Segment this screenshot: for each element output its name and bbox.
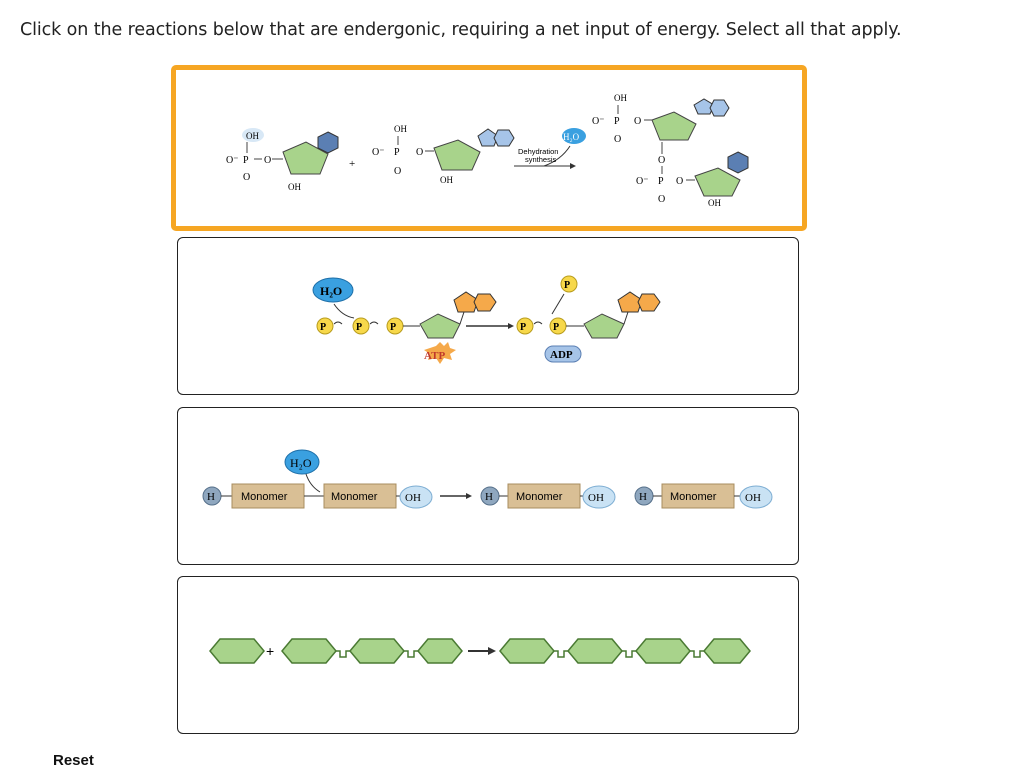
hydroxyl-group xyxy=(739,485,773,509)
ribose-sugar xyxy=(433,139,481,171)
water-molecule xyxy=(284,449,320,475)
o-label: O xyxy=(416,147,423,158)
phosphate-1 xyxy=(316,317,334,335)
o-label: O xyxy=(243,172,250,183)
oh-label: OH xyxy=(614,93,627,103)
reaction-option-4[interactable]: + xyxy=(177,576,799,734)
ribose-sugar xyxy=(583,313,625,339)
atp-label: ATP xyxy=(424,350,445,362)
monomer-hexagon xyxy=(567,638,623,664)
o-label: O xyxy=(658,155,665,166)
phosphate-label: P xyxy=(356,322,362,333)
monomer-label: Monomer xyxy=(331,491,378,503)
oh-label: OH xyxy=(394,124,407,134)
oh-label: OH xyxy=(708,198,721,208)
ribose-sugar xyxy=(651,111,697,141)
oh-label: OH xyxy=(288,182,301,192)
base-hexagon xyxy=(473,293,497,312)
phosphate-label: P xyxy=(553,322,559,333)
reaction-option-2[interactable]: H₂O P P P ATP P P P ADP xyxy=(177,237,799,395)
phosphate-p-label: P xyxy=(658,176,664,187)
o-label: O xyxy=(614,134,621,145)
monomer-hexagon xyxy=(209,638,265,664)
phosphate-label: P xyxy=(320,322,326,333)
phosphate-p-label: P xyxy=(614,116,620,127)
phosphate-label: P xyxy=(564,280,570,291)
monomer-hexagon xyxy=(349,638,405,664)
reset-button[interactable]: Reset xyxy=(53,752,94,769)
monomer-hexagon xyxy=(635,638,691,664)
monomer-block xyxy=(507,483,581,509)
monomer-hexagon xyxy=(417,638,463,664)
plus-sign: + xyxy=(266,643,274,659)
water-release-arrow xyxy=(543,145,571,167)
dehydration-synthesis-diagram: OH O⁻ P O O OH + OH O⁻ P O O OH H₂O Dehy… xyxy=(226,93,749,208)
oh-label: OH xyxy=(588,492,604,504)
o-label: O xyxy=(634,116,641,127)
oh-label: OH xyxy=(405,492,421,504)
ribose-sugar xyxy=(419,313,461,339)
phosphate-1 xyxy=(516,317,534,335)
o-label: O xyxy=(264,155,271,166)
monomer-label: Monomer xyxy=(241,491,288,503)
base-hexagon xyxy=(727,151,749,174)
base-hexagon xyxy=(637,293,661,312)
polymerization-diagram: + xyxy=(209,638,751,664)
hydroxyl-group xyxy=(582,485,616,509)
hydrolysis-arrow xyxy=(333,303,355,319)
monomer-condensation-diagram: H₂O H Monomer Monomer OH H Monomer OH H … xyxy=(202,449,773,509)
adp-badge xyxy=(544,345,582,363)
o-minus-label: O⁻ xyxy=(592,116,605,127)
o-minus-label: O⁻ xyxy=(372,147,385,158)
o-label: O xyxy=(676,176,683,187)
o-label: O xyxy=(394,166,401,177)
oh-label: OH xyxy=(745,492,761,504)
oh-bubble xyxy=(242,128,264,142)
arrow-label-synthesis: synthesis xyxy=(525,155,557,164)
adp-label: ADP xyxy=(550,349,573,361)
plus-sign: + xyxy=(349,158,355,170)
phosphate-2 xyxy=(352,317,370,335)
water-label: H₂O xyxy=(290,456,312,470)
h-label: H xyxy=(207,491,215,503)
free-phosphate xyxy=(560,275,578,293)
ribose-sugar xyxy=(694,167,741,197)
monomer-hexagon xyxy=(703,638,751,664)
o-label: O xyxy=(658,194,665,205)
monomer-label: Monomer xyxy=(670,491,717,503)
phosphate-label: P xyxy=(520,322,526,333)
monomer-block xyxy=(323,483,397,509)
water-molecule xyxy=(312,277,354,303)
water-label: H₂O xyxy=(563,132,580,142)
water-label: H₂O xyxy=(320,284,342,298)
atp-hydrolysis-diagram: H₂O P P P ATP P P P ADP xyxy=(312,275,661,364)
base-hexagon xyxy=(493,129,515,147)
monomer-label: Monomer xyxy=(516,491,563,503)
water-molecule xyxy=(562,128,586,144)
monomer-block xyxy=(661,483,735,509)
phosphate-p-label: P xyxy=(394,147,400,158)
ribose-sugar xyxy=(282,141,329,175)
o-minus-label: O⁻ xyxy=(636,176,649,187)
phosphate-label: P xyxy=(390,322,396,333)
hydroxyl-group xyxy=(399,485,433,509)
oh-label: OH xyxy=(440,175,453,185)
monomer-hexagon xyxy=(281,638,337,664)
base-hexagon xyxy=(709,99,730,117)
base-hexagon xyxy=(317,131,339,154)
arrow-label-dehydration: Dehydration xyxy=(518,147,558,156)
monomer-hexagon xyxy=(499,638,555,664)
o-minus-label: O⁻ xyxy=(226,155,239,166)
question-prompt: Click on the reactions below that are en… xyxy=(20,20,902,40)
release-arrow xyxy=(551,293,565,315)
reaction-option-3[interactable]: H₂O H Monomer Monomer OH H Monomer OH H … xyxy=(177,407,799,565)
h-label: H xyxy=(485,491,493,503)
phosphate-p-label: P xyxy=(243,155,249,166)
oh-label: OH xyxy=(246,131,259,141)
h-label: H xyxy=(639,491,647,503)
reaction-option-1[interactable]: OH O⁻ P O O OH + OH O⁻ P O O OH H₂O Dehy… xyxy=(171,65,807,231)
